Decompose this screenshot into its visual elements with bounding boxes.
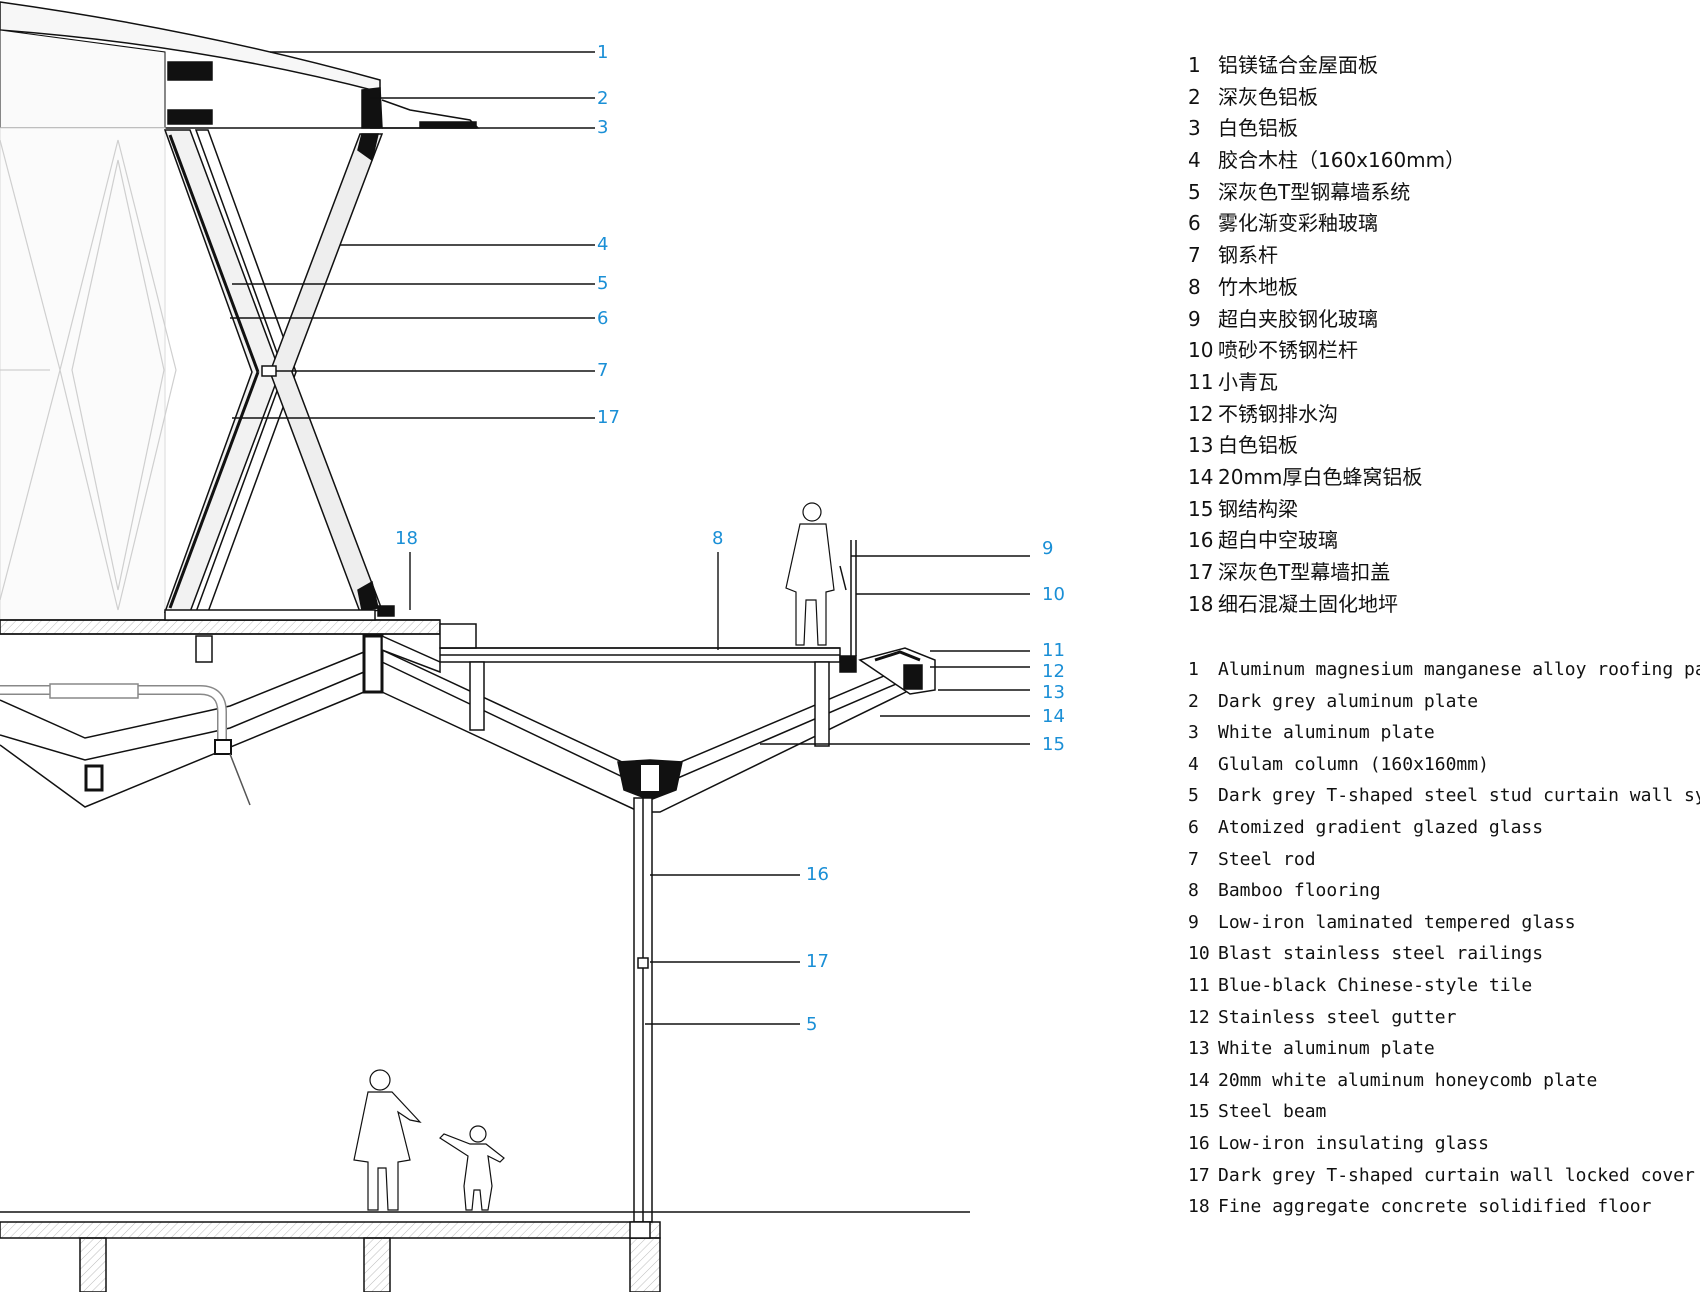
callout-7: 7 [597, 360, 608, 381]
callout-13: 13 [1042, 682, 1065, 703]
glass-railing [839, 540, 857, 656]
callout-5: 5 [597, 273, 608, 294]
callout-6: 6 [597, 308, 608, 329]
callout-15: 15 [1042, 734, 1065, 755]
callout-17-lower: 17 [806, 951, 829, 972]
callout-4: 4 [597, 234, 608, 255]
glass-facade-pattern [0, 127, 177, 621]
human-figure-adult-ground [353, 1069, 422, 1211]
callout-5-lower: 5 [806, 1014, 817, 1035]
callout-16: 16 [806, 864, 829, 885]
callout-17-upper: 17 [597, 407, 620, 428]
mid-floor-slab [0, 605, 441, 694]
callout-labels: 1 2 3 4 5 6 7 17 18 8 9 10 11 12 13 14 1… [395, 42, 1065, 1035]
lower-roof-left [0, 651, 365, 808]
glass-wall [633, 797, 653, 1223]
callout-8: 8 [712, 528, 723, 549]
leader-lines [230, 51, 1030, 1025]
callout-14: 14 [1042, 706, 1065, 727]
roof-panel [0, 1, 381, 129]
callout-12: 12 [1042, 661, 1065, 682]
callout-3: 3 [597, 117, 608, 138]
ground-foundation [0, 1211, 970, 1292]
human-figure-child-ground [439, 1125, 505, 1211]
callout-2: 2 [597, 88, 608, 109]
callout-9: 9 [1042, 538, 1053, 559]
human-figure-adult-terrace [785, 502, 835, 646]
callout-18: 18 [395, 528, 418, 549]
callout-10: 10 [1042, 584, 1065, 605]
callout-11: 11 [1042, 640, 1065, 661]
roof-edge-gutter [361, 87, 480, 129]
v-roof-terrace [381, 623, 936, 813]
callout-1: 1 [597, 42, 608, 63]
